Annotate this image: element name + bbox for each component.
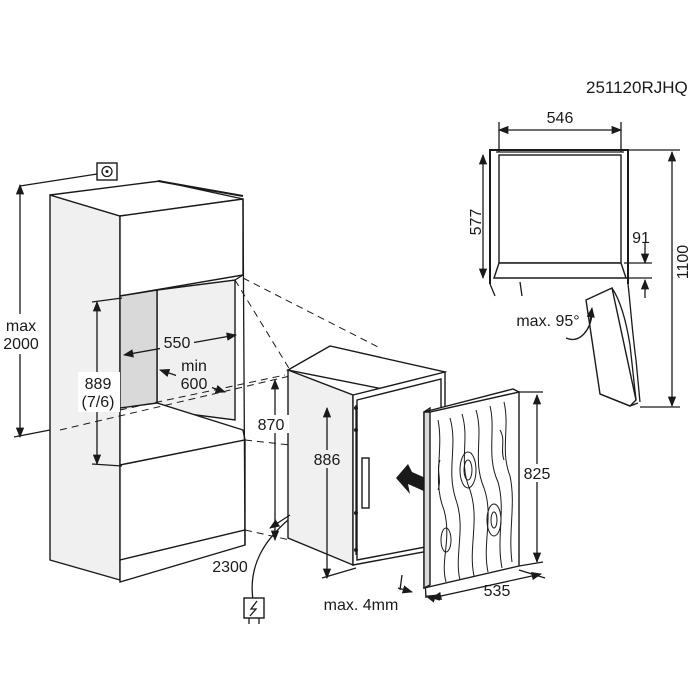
drawing-code: 251120RJHQ	[586, 78, 688, 97]
niche-width-label: 550	[164, 335, 191, 352]
door-panel-width-label: 535	[484, 583, 511, 600]
door-panel	[423, 388, 522, 590]
socket-icon	[96, 162, 118, 181]
wood-grain-texture	[437, 401, 513, 583]
door-panel-height-label: 825	[524, 466, 551, 483]
niche-height-label-line1: 889	[85, 376, 112, 393]
appliance-height-label: 870	[258, 417, 285, 434]
niche-depth-label-line2: 600	[181, 376, 208, 393]
appliance-handle	[361, 457, 370, 509]
door-offset-label: 91	[632, 230, 650, 247]
door-panel-width-dimension-line	[430, 571, 543, 601]
max-height-label-line1: max	[6, 318, 36, 335]
top-depth-label: 577	[468, 209, 485, 236]
top-width-label: 546	[547, 110, 574, 127]
top-view-door-edge	[493, 262, 627, 279]
max-height-label-line2: 2000	[3, 336, 39, 353]
top-view-appliance-body	[498, 154, 622, 264]
power-cable	[251, 519, 289, 601]
niche-depth-label-line1: min	[181, 358, 207, 375]
total-height-label: 1100	[675, 245, 692, 280]
niche-height-label-line2: (7/6)	[82, 394, 115, 411]
appliance-body-height-label: 886	[314, 452, 341, 469]
door-angle-arc	[565, 314, 593, 340]
plug-icon	[243, 597, 265, 624]
opened-door	[585, 286, 637, 407]
cable-length-label: 2300	[212, 559, 248, 576]
door-angle-label: max. 95°	[516, 313, 579, 330]
top-view	[489, 149, 641, 407]
insert-arrow-icon	[396, 464, 430, 494]
door-gap-label: max. 4mm	[324, 597, 399, 614]
